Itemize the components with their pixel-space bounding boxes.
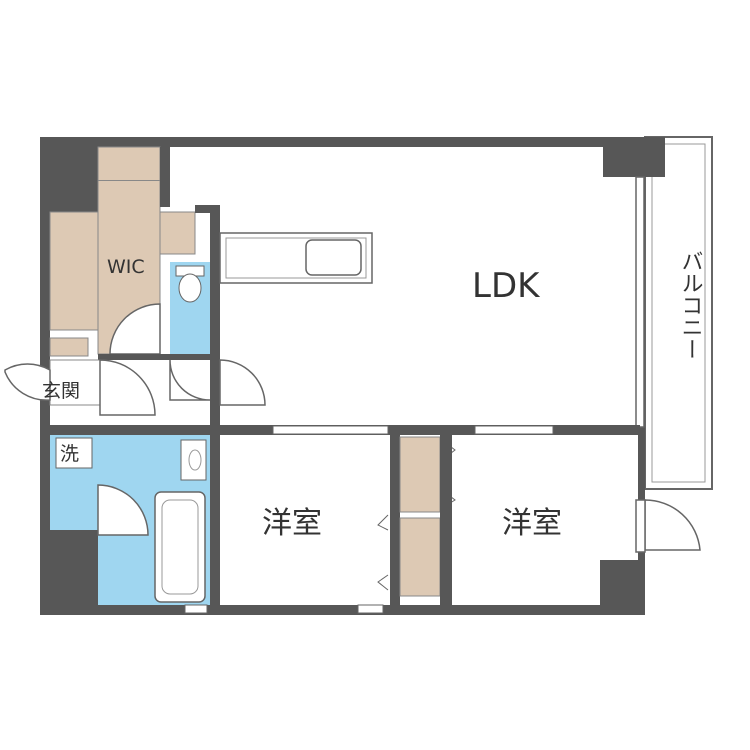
balcony-door-swing — [644, 499, 701, 551]
wic-door-swing — [109, 303, 161, 355]
bathtub — [154, 491, 206, 603]
bedroom2-label: 洋室 — [502, 506, 562, 541]
entrance-storage — [49, 337, 89, 357]
toilet-door-swing — [169, 359, 211, 401]
bedroom1-door-track — [272, 425, 389, 435]
bedroom1-label: 洋室 — [262, 506, 322, 541]
bath-window — [184, 604, 208, 614]
balcony-label: バルコニー — [678, 250, 703, 360]
wall-ldk-west-2 — [195, 205, 220, 213]
bedroom2-door-track — [474, 425, 554, 435]
balcony-inner-rail — [651, 143, 706, 483]
bedroom1-window — [357, 604, 384, 614]
toilet-bowl — [178, 273, 202, 303]
wash-basin-bowl — [188, 449, 202, 471]
wall-toilet-east — [210, 205, 220, 425]
washroom-lower — [50, 485, 98, 530]
closet-2 — [399, 517, 441, 597]
wall-ldk-west — [160, 147, 170, 207]
bathtub-inner — [161, 499, 199, 595]
entrance-label: 玄関 — [42, 380, 80, 402]
entrance-door-swing — [4, 363, 51, 401]
wic-label: WIC — [107, 256, 145, 278]
column-bottom-right — [600, 560, 645, 615]
corridor-door-swing — [99, 359, 156, 416]
wic-storage-left — [49, 211, 99, 331]
wic-storage-shelf — [98, 180, 160, 181]
balcony-area — [644, 136, 713, 490]
bedroom2-window — [635, 499, 646, 553]
wall-closet-east — [440, 435, 452, 605]
ldk-label: LDK — [472, 266, 541, 306]
closet-1 — [399, 436, 441, 513]
wic-storage-right — [159, 211, 196, 255]
kitchen-counter-inner — [225, 237, 367, 279]
left-wall-lower — [40, 530, 98, 615]
kitchen-sink — [305, 239, 362, 276]
bathroom-wall — [210, 435, 220, 605]
wall-bedroom-divider — [390, 435, 400, 605]
left-wall-upper — [40, 137, 98, 212]
washroom-label: 洗 — [60, 443, 79, 465]
ldk-door-swing — [219, 359, 266, 406]
bathroom-door-swing — [97, 484, 149, 536]
washroom-tag — [55, 437, 93, 469]
closet-door-left — [377, 514, 389, 591]
wall-corridor-top — [98, 354, 210, 360]
balcony-window — [635, 176, 645, 428]
column-top-right — [603, 137, 665, 177]
